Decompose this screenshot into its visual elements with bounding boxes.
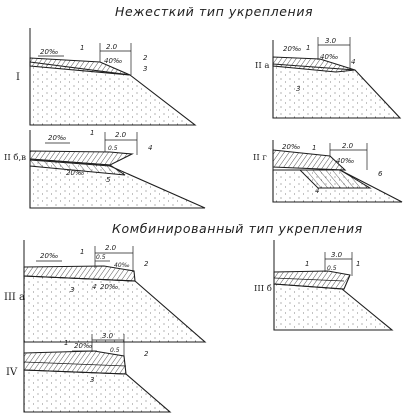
heading-rigid-free: Нежесткий тип укрепления [115,4,313,19]
panel-IV-width: 3.0 [102,332,114,340]
panel-IIbv-slope2: 20‰ [66,169,84,177]
panel-IIg-mark-6: 6 [378,170,383,178]
panel-IV: IV 3.0 0.5 20‰ 1 3 2 [6,330,172,413]
panel-IIa: II a 3.0 20‰ 40‰ 1 3 4 [255,37,402,119]
panel-IIIa-mark-3: 3 [70,286,74,294]
panel-IIa-width: 3.0 [325,37,337,45]
panel-IIIa-slope3: 20‰ [100,283,118,291]
panel-IV-mark-3: 3 [90,376,94,384]
panel-IIg-base [298,169,372,189]
panel-IIbv-roman: II б,в [4,152,26,163]
panel-IIIb-layer [273,270,351,290]
panel-IIIa-roman: III a [4,292,25,303]
panel-I-mark-2: 2 [143,54,148,62]
panel-IIa-mark-3: 3 [296,85,300,93]
panel-IIbv-width: 2.0 [115,131,127,139]
heading-combined: Комбинированный тип укрепления [112,221,363,236]
panel-I-layer [29,57,131,76]
panel-IIIa-mark-2: 2 [144,260,149,268]
panel-IIa-mark-1: 1 [306,44,310,52]
panel-IIa-slope: 20‰ [283,45,301,53]
panel-IIbv: II б,в 2.0 0.5 20‰ 20‰ 1 4 5 [4,129,206,209]
panel-IIIb-ground [273,283,394,331]
panel-IIIb-mark-1a: 1 [305,260,309,268]
panel-IIIa-slope2: 40‰ [114,262,130,269]
panel-IIbv-sub: 0.5 [108,145,118,152]
panel-IIg-roman: II г [253,153,267,163]
panel-I-mark-1: 1 [80,44,84,52]
panel-IIbv-layer [29,150,134,166]
panel-IIg-mark-1: 1 [312,144,316,152]
panel-IIIa: III a 2.0 0.5 20‰ 40‰ 20‰ 1 2 3 4 [4,240,207,343]
panel-IIIa-sub: 0.5 [96,254,106,261]
panel-I: I 2.0 20‰ 40‰ 1 2 3 [16,28,197,126]
panel-IIbv-slope: 20‰ [48,134,66,142]
panel-IV-sub: 0.5 [110,347,120,354]
panel-IV-ground [23,369,172,413]
panel-IIbv-mark-5: 5 [106,176,111,184]
panel-IV-slope: 20‰ [74,342,92,350]
panel-IIIa-mark-1: 1 [80,248,84,256]
panel-IIa-slope2: 40‰ [320,53,338,61]
panel-I-width: 2.0 [106,43,118,51]
panel-IIIa-width: 2.0 [105,244,117,252]
panel-IIg-slope2: 40‰ [336,157,354,165]
panel-IIg-width: 2.0 [342,142,354,150]
panel-IIg: II г 2.0 20‰ 40‰ 1 6 4 [253,140,403,203]
panel-I-slope: 20‰ [40,48,58,56]
panel-IIa-roman: II a [255,61,270,71]
panel-IIIb-roman: III б [254,283,272,294]
panel-IIg-slope: 20‰ [282,143,300,151]
panel-IIIb-width: 3.0 [331,251,343,259]
panel-IIbv-base [29,158,126,176]
panel-IV-roman: IV [6,367,18,378]
panel-IIbv-mark-4: 4 [148,144,152,152]
panel-I-mark-3: 3 [143,65,147,73]
panel-IIbv-mark-1: 1 [90,129,94,137]
panel-I-slope2: 40‰ [104,57,122,65]
panel-IIg-layer [272,149,347,171]
panel-IIIb: III б 3.0 0.5 1 1 [254,240,394,331]
panel-IIIa-slope: 20‰ [40,252,58,260]
panel-IIg-mark-4: 4 [315,187,319,195]
panel-IV-mark-1: 1 [64,339,68,347]
panel-IIIb-mark-1b: 1 [356,260,360,268]
panel-IIIa-mark-4: 4 [92,283,96,291]
panel-IIa-layer [272,56,356,73]
panel-IIIb-sub: 0.5 [327,265,337,272]
panel-IIa-mark-4: 4 [351,58,355,66]
panel-I-roman: I [16,72,20,83]
panel-IV-mark-2: 2 [144,350,149,358]
